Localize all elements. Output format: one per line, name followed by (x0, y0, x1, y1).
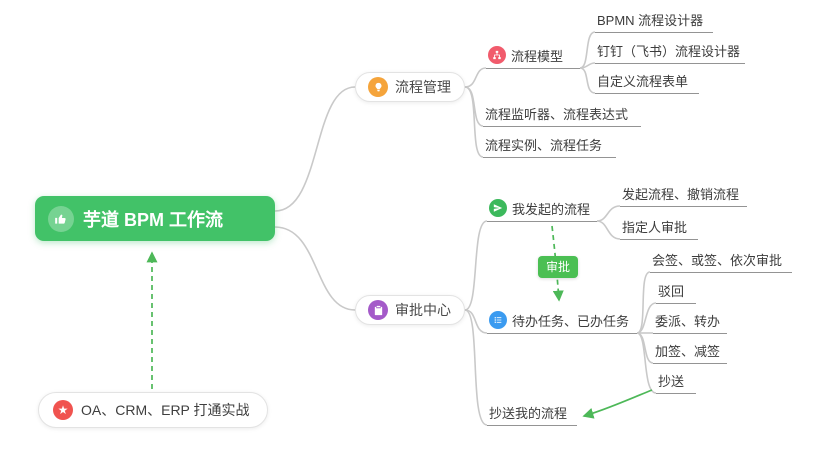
node-label: 委派、转办 (655, 313, 721, 329)
node-todo-done-tasks[interactable]: 待办任务、已办任务 (487, 311, 637, 334)
node-countersign-orsign-sequential[interactable]: 会签、或签、依次审批 (650, 250, 792, 273)
connector-root-process-management (274, 86, 356, 212)
connector-mi-designated-approver (596, 220, 621, 240)
node-label: 流程管理 (395, 79, 451, 95)
node-label: 加签、减签 (655, 343, 721, 359)
thumbs-up-icon (48, 205, 74, 232)
root-node-bpm-workflow[interactable]: 芋道 BPM 工作流 (35, 196, 275, 241)
checklist-icon (489, 311, 507, 329)
node-my-initiated-process[interactable]: 我发起的流程 (487, 199, 597, 222)
node-delegate-transfer[interactable]: 委派、转办 (653, 311, 727, 334)
node-label: 审批中心 (395, 302, 451, 318)
connector-model-bpmn-designer (579, 31, 596, 69)
flow-model-icon (488, 46, 506, 64)
connector-ac-my-initiated (464, 220, 488, 311)
node-dingtalk-feishu-designer[interactable]: 钉钉（飞书）流程设计器 (595, 41, 746, 64)
node-process-model[interactable]: 流程模型 (486, 46, 580, 69)
approval-badge[interactable]: 审批 (538, 256, 579, 278)
connector-td-cc (636, 332, 657, 394)
connector-mi-initiate-revoke (596, 205, 621, 222)
arrow-cc-to-cc-my-process (582, 389, 653, 419)
connector-pm-instance-task (464, 86, 484, 158)
node-process-management[interactable]: 流程管理 (355, 72, 465, 102)
connector-root-approval-center (274, 226, 356, 311)
node-label: 流程实例、流程任务 (485, 137, 603, 153)
node-label: BPMN 流程设计器 (597, 12, 704, 28)
approval-badge-label: 审批 (546, 260, 571, 274)
node-cc[interactable]: 抄送 (656, 371, 696, 394)
node-label: 待办任务、已办任务 (512, 313, 630, 329)
node-listener-expression[interactable]: 流程监听器、流程表达式 (483, 104, 641, 127)
node-add-sign-reduce-sign[interactable]: 加签、减签 (653, 341, 727, 364)
node-label: 指定人审批 (622, 219, 688, 235)
node-label: OA、CRM、ERP 打通实战 (81, 402, 250, 418)
node-label: 会签、或签、依次审批 (652, 252, 783, 268)
node-custom-process-form[interactable]: 自定义流程表单 (595, 71, 699, 94)
connector-pm-process-model (464, 67, 487, 88)
connector-model-custom-form (579, 67, 596, 94)
send-icon (489, 199, 507, 217)
node-cc-my-process[interactable]: 抄送我的流程 (487, 403, 577, 426)
node-label: 自定义流程表单 (597, 73, 689, 89)
node-designated-approver[interactable]: 指定人审批 (620, 217, 698, 240)
node-approval-center[interactable]: 审批中心 (355, 295, 465, 325)
node-label: 驳回 (658, 283, 685, 299)
node-label: 流程模型 (511, 48, 564, 64)
node-label: 我发起的流程 (512, 201, 591, 217)
root-node-label: 芋道 BPM 工作流 (83, 209, 224, 230)
node-oa-crm-erp-practice[interactable]: ★ OA、CRM、ERP 打通实战 (38, 392, 268, 428)
star-icon: ★ (53, 400, 73, 420)
node-label: 发起流程、撤销流程 (622, 186, 740, 202)
node-label: 抄送我的流程 (489, 405, 568, 421)
node-label: 钉钉（飞书）流程设计器 (597, 43, 741, 59)
connector-td-reject (636, 302, 657, 334)
node-reject[interactable]: 驳回 (656, 281, 696, 304)
node-instance-task[interactable]: 流程实例、流程任务 (483, 135, 616, 158)
connector-model-dingtalk-designer (579, 62, 596, 69)
lightbulb-icon (368, 77, 388, 97)
clipboard-icon (368, 300, 388, 320)
node-initiate-revoke[interactable]: 发起流程、撤销流程 (620, 184, 747, 207)
connector-ac-cc-my-process (464, 309, 488, 426)
star-glyph: ★ (57, 403, 69, 417)
node-label: 流程监听器、流程表达式 (485, 106, 629, 122)
node-label: 抄送 (658, 373, 685, 389)
node-bpmn-designer[interactable]: BPMN 流程设计器 (595, 10, 713, 33)
